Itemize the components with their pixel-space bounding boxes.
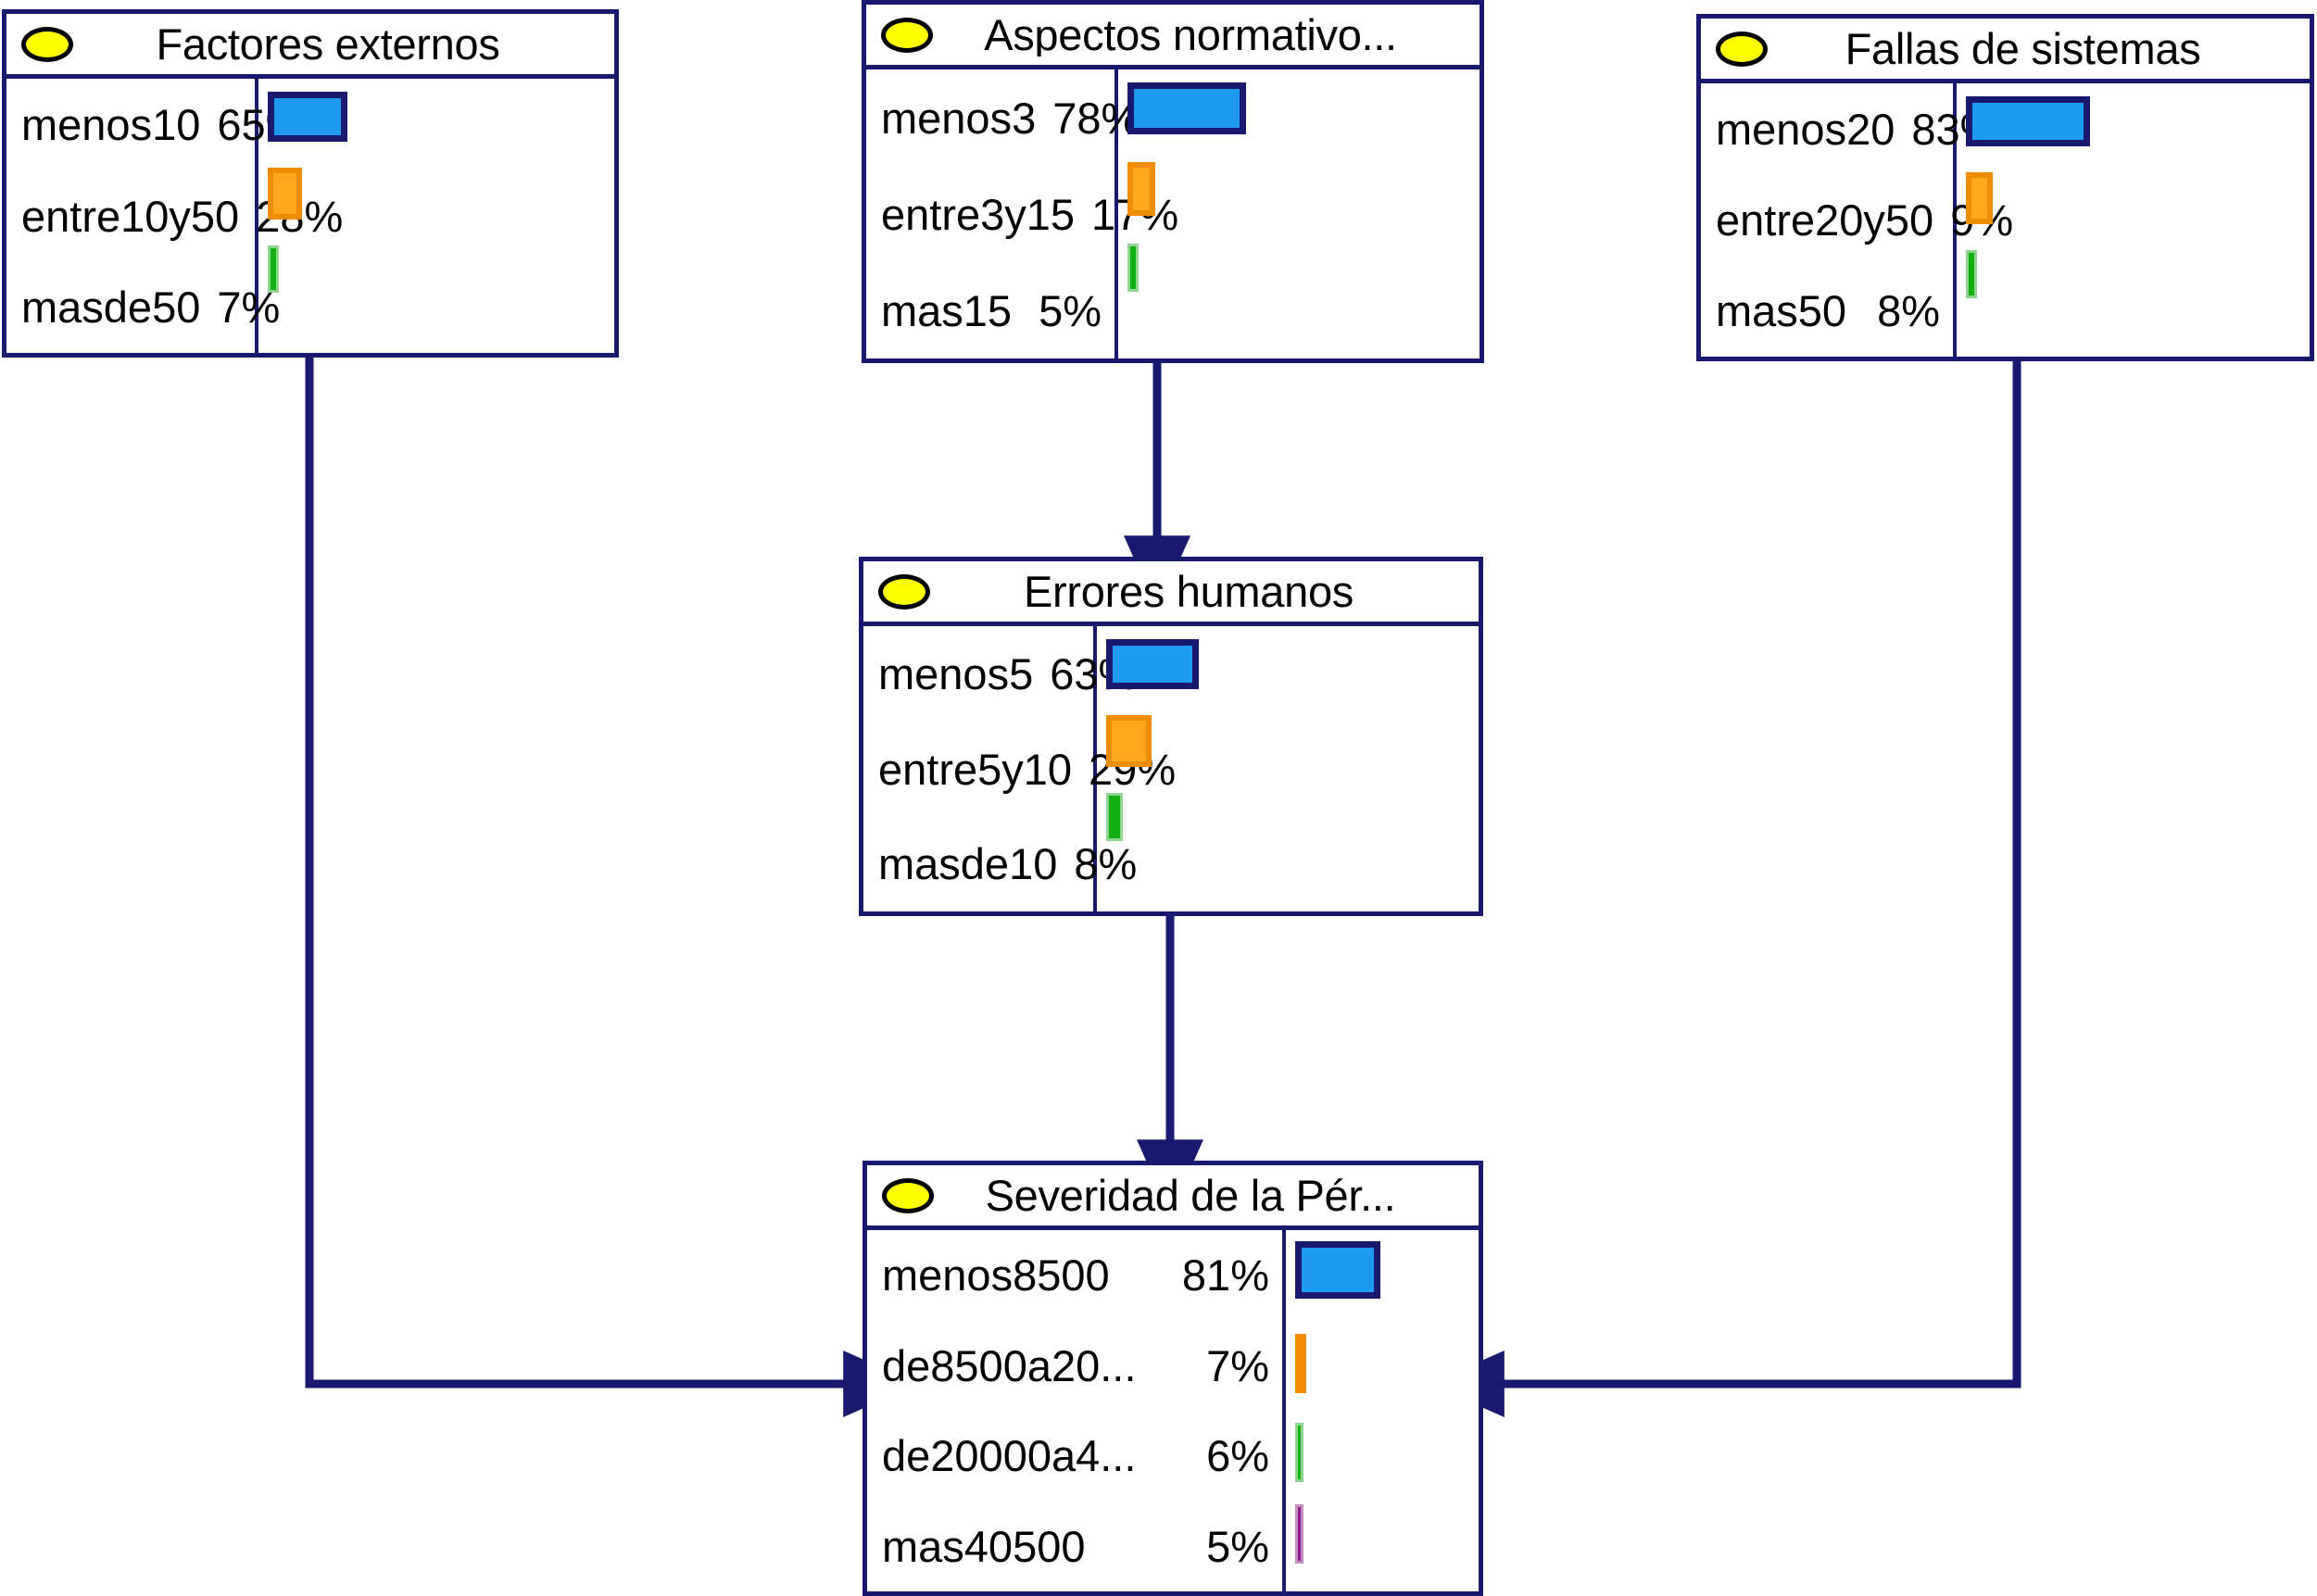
state-row[interactable]: mas40500 5% bbox=[867, 1502, 1282, 1592]
yellow-ellipse-icon bbox=[881, 17, 933, 53]
state-row[interactable]: entre3y1517% bbox=[866, 166, 1178, 262]
state-probability: 7% bbox=[217, 283, 281, 333]
state-name: de20000a4... bbox=[882, 1431, 1137, 1481]
state-probability: 81% bbox=[1181, 1250, 1269, 1301]
state-row[interactable]: mas50 8% bbox=[1701, 266, 1953, 357]
yellow-ellipse-icon bbox=[882, 1177, 934, 1213]
state-list: menos3 78% entre3y1517% mas15 5% bbox=[866, 69, 1178, 358]
probability-bar bbox=[1295, 1241, 1380, 1299]
state-probability: 8% bbox=[1877, 286, 1940, 336]
state-name: entre5y10 bbox=[878, 744, 1073, 794]
probability-bar bbox=[1966, 172, 1993, 224]
edge-fallas-a-severidad bbox=[1429, 361, 2021, 1417]
state-name: menos8500 bbox=[882, 1250, 1110, 1301]
node-title-bar: Factores externos bbox=[6, 14, 614, 79]
state-probability: 5% bbox=[1206, 1521, 1269, 1571]
state-name: menos20 bbox=[1716, 104, 1895, 154]
probability-bar bbox=[268, 92, 347, 142]
state-name: masde50 bbox=[21, 283, 201, 333]
bar-chart bbox=[258, 79, 614, 353]
state-row[interactable]: entre20y509% bbox=[1701, 174, 2013, 265]
state-name: mas50 bbox=[1716, 286, 1847, 336]
yellow-ellipse-icon bbox=[21, 26, 73, 62]
state-name: entre10y50 bbox=[21, 191, 240, 241]
probability-bar bbox=[1127, 162, 1155, 216]
bar-chart bbox=[1286, 1230, 1479, 1591]
node-fallas-de-sistemas[interactable]: Fallas de sistemas menos2083%entre20y509%… bbox=[1696, 14, 2314, 361]
probability-bar bbox=[1106, 639, 1199, 689]
probability-bar bbox=[1127, 244, 1139, 292]
state-probability: 78% bbox=[1052, 93, 1140, 143]
node-title-label: Errores humanos bbox=[1024, 570, 1354, 613]
state-probability: 8% bbox=[1074, 839, 1138, 889]
node-title-label: Aspectos normativo... bbox=[984, 13, 1397, 57]
state-row[interactable]: menos8500 81% bbox=[867, 1230, 1282, 1321]
node-body: menos8500 81% de8500a20... 7% de20000a4... 6%… bbox=[867, 1230, 1479, 1591]
state-row[interactable]: masde10 8% bbox=[863, 816, 1137, 911]
state-probability: 7% bbox=[1206, 1340, 1269, 1390]
state-name: mas15 bbox=[881, 285, 1013, 335]
probability-bar bbox=[1966, 250, 1977, 298]
state-row[interactable]: menos3 78% bbox=[866, 69, 1140, 166]
state-name: menos5 bbox=[878, 648, 1034, 698]
state-probability: 6% bbox=[1206, 1431, 1269, 1481]
node-title-label: Fallas de sistemas bbox=[1845, 27, 2201, 70]
node-body: menos3 78% entre3y1517% mas15 5% bbox=[866, 69, 1480, 358]
node-aspectos-normativos[interactable]: Aspectos normativo... menos3 78% entre3y151… bbox=[862, 0, 1484, 363]
probability-bar bbox=[1106, 715, 1152, 767]
probability-bar bbox=[1966, 96, 2090, 146]
node-title-label: Factores externos bbox=[156, 22, 500, 66]
yellow-ellipse-icon bbox=[878, 573, 930, 609]
node-title-label: Severidad de la Pér... bbox=[985, 1174, 1396, 1217]
node-severidad-de-la-perdida[interactable]: Severidad de la Pér... menos8500 81% de8500… bbox=[863, 1161, 1483, 1596]
state-name: entre3y15 bbox=[881, 189, 1076, 239]
probability-bar bbox=[1295, 1423, 1303, 1482]
state-name: de8500a20... bbox=[882, 1340, 1137, 1390]
node-title-bar: Severidad de la Pér... bbox=[867, 1165, 1479, 1230]
probability-bar bbox=[1106, 793, 1123, 841]
bar-chart bbox=[1097, 626, 1479, 911]
probability-bar bbox=[1295, 1504, 1303, 1564]
probability-bar bbox=[1295, 1334, 1306, 1393]
state-row[interactable]: de8500a20... 7% bbox=[867, 1321, 1282, 1412]
state-name: entre20y50 bbox=[1716, 195, 1934, 245]
node-title-bar: Fallas de sistemas bbox=[1701, 19, 2310, 83]
node-title-bar: Errores humanos bbox=[863, 561, 1479, 626]
bar-chart bbox=[1957, 83, 2310, 357]
state-list: menos8500 81% de8500a20... 7% de20000a4... 6%… bbox=[867, 1230, 1286, 1591]
state-row[interactable]: mas15 5% bbox=[866, 262, 1114, 358]
state-name: masde10 bbox=[878, 839, 1058, 889]
state-probability: 5% bbox=[1039, 285, 1102, 335]
yellow-ellipse-icon bbox=[1716, 31, 1768, 67]
probability-bar bbox=[268, 168, 302, 220]
state-row[interactable]: de20000a4... 6% bbox=[867, 1411, 1282, 1502]
state-row[interactable]: entre10y5028% bbox=[6, 170, 343, 262]
probability-bar bbox=[268, 245, 279, 293]
node-title-bar: Aspectos normativo... bbox=[866, 5, 1480, 69]
state-name: menos3 bbox=[881, 93, 1037, 143]
state-name: menos10 bbox=[21, 99, 201, 149]
edge-factores-a-severidad bbox=[305, 358, 919, 1417]
bar-chart bbox=[1118, 69, 1480, 358]
state-row[interactable]: masde50 7% bbox=[6, 261, 280, 353]
state-name: mas40500 bbox=[882, 1521, 1086, 1571]
node-factores-externos[interactable]: Factores externos menos1065%entre10y5028%… bbox=[2, 9, 619, 358]
probability-bar bbox=[1127, 82, 1246, 134]
